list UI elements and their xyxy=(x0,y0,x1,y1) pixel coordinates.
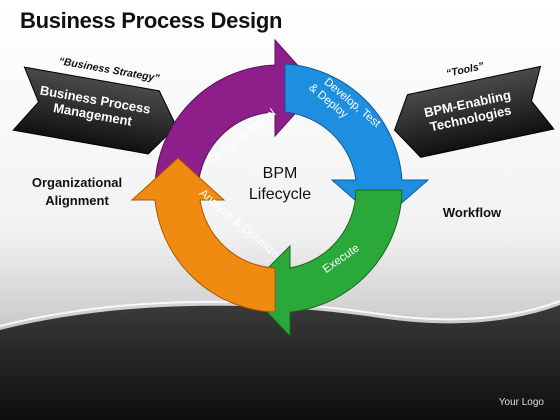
left-caption: Organizational Alignment xyxy=(22,174,132,210)
right-banner-arrow xyxy=(393,65,555,158)
left-caption-line1: Organizational xyxy=(31,175,123,190)
cycle-segment-develop xyxy=(284,63,430,223)
center-label-line2: Lifecycle xyxy=(248,186,312,203)
dark-wave xyxy=(0,305,560,420)
left-caption-line2: Alignment xyxy=(45,193,109,208)
right-caption: Workflow xyxy=(442,205,502,220)
wave-highlight xyxy=(0,300,560,327)
cycle-segment-analyze xyxy=(130,157,276,313)
left-banner-arrow xyxy=(12,66,177,155)
logo-text: Your Logo xyxy=(498,397,544,408)
cycle-ring xyxy=(130,38,430,338)
page-title: Business Process Design xyxy=(20,8,283,33)
cycle-segment-execute xyxy=(245,189,403,338)
cycle-segment-design xyxy=(154,38,319,189)
center-label-line1: BPM xyxy=(262,165,298,182)
